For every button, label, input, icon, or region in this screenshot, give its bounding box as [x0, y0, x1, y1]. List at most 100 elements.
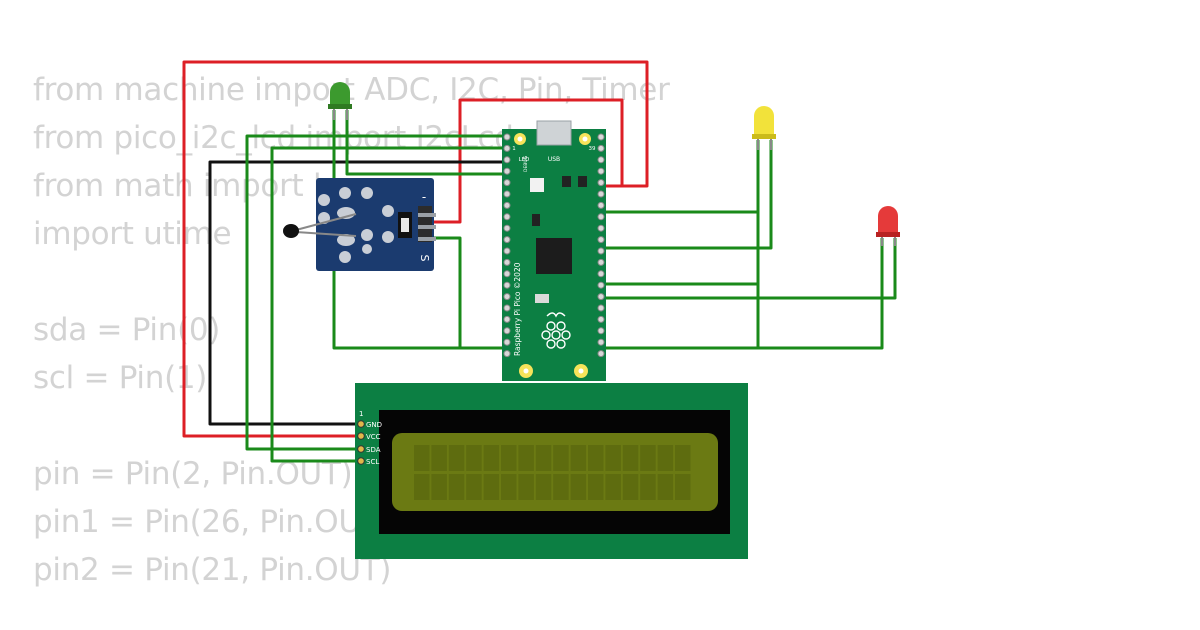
- pico-pin[interactable]: [597, 236, 605, 244]
- lcd-cell: [535, 474, 552, 500]
- lcd-cell: [657, 474, 674, 500]
- wire-sda[interactable]: [245, 134, 512, 451]
- sensor-minus-label: -: [422, 190, 426, 204]
- pico-pin[interactable]: [503, 270, 511, 278]
- lcd-cell: [431, 445, 447, 471]
- lcd-cell: [466, 474, 482, 500]
- pico-pin[interactable]: [503, 236, 511, 244]
- pico-pin[interactable]: [597, 327, 605, 335]
- lcd-pin-labels: GND VCC SDA SCL: [357, 420, 382, 466]
- pico-pin[interactable]: [503, 327, 511, 335]
- lcd-cell: [570, 445, 587, 471]
- code-line: from pico_i2c_lcd import I2cLcd: [33, 120, 514, 156]
- usb-label: USB: [548, 156, 560, 163]
- lcd-cell: [622, 445, 639, 471]
- wire-sensor-signal[interactable]: [430, 236, 462, 348]
- lcd-pin-label: VCC: [366, 433, 381, 441]
- code-line: scl = Pin(1): [33, 360, 208, 396]
- lcd-pin-label: SCL: [366, 458, 379, 466]
- lcd-cell: [675, 445, 691, 471]
- pico-pin[interactable]: [597, 338, 605, 346]
- lcd-cell: [518, 474, 534, 500]
- wire-scl[interactable]: [270, 146, 512, 463]
- pico-pin[interactable]: [503, 315, 511, 323]
- pico-pins-left: [503, 133, 511, 358]
- green-led[interactable]: [328, 82, 352, 120]
- pico-pin[interactable]: [503, 144, 511, 152]
- lcd-cell: [553, 474, 569, 500]
- pico-pin[interactable]: [597, 315, 605, 323]
- pico-pin[interactable]: [597, 270, 605, 278]
- pico-pin[interactable]: [503, 201, 511, 209]
- pico-pin[interactable]: [597, 156, 605, 164]
- lcd-pin-sda[interactable]: [357, 445, 365, 453]
- lcd-cell: [466, 445, 482, 471]
- pico-pin[interactable]: [597, 304, 605, 312]
- pico-pin[interactable]: [597, 224, 605, 232]
- lcd-cell: [640, 445, 656, 471]
- pico-pin[interactable]: [597, 167, 605, 175]
- pico-pin[interactable]: [597, 350, 605, 358]
- temperature-sensor-module[interactable]: - S: [283, 178, 436, 271]
- lcd-pin-label: SDA: [366, 446, 381, 454]
- lcd-cell: [535, 445, 552, 471]
- wire-gnd[interactable]: [208, 160, 512, 426]
- yellow-led[interactable]: [752, 106, 776, 150]
- lcd-cell: [588, 474, 604, 500]
- usb-connector[interactable]: [536, 120, 572, 146]
- pico-pin[interactable]: [503, 338, 511, 346]
- wire-vcc-sensor[interactable]: [430, 98, 624, 224]
- pin-39-label: 39: [589, 146, 596, 152]
- pico-pin[interactable]: [597, 213, 605, 221]
- lcd-cell: [483, 445, 500, 471]
- wire-vcc-lcd[interactable]: [182, 60, 649, 438]
- raspberry-pi-pico-board[interactable]: USB LED 1 39 Raspberry Pi Pico ©2020 DEB…: [502, 120, 606, 381]
- pico-pin[interactable]: [503, 350, 511, 358]
- pico-pin[interactable]: [597, 190, 605, 198]
- pin-1-label: 1: [512, 146, 516, 152]
- pico-pin[interactable]: [503, 167, 511, 175]
- pico-pin[interactable]: [503, 224, 511, 232]
- rp2040-chip: [536, 238, 572, 274]
- lcd-cell: [448, 474, 465, 500]
- lcd-cell: [675, 474, 691, 500]
- pico-pin[interactable]: [503, 247, 511, 255]
- wire-yellow-led-b[interactable]: [596, 140, 773, 250]
- pico-pin[interactable]: [503, 133, 511, 141]
- pico-pin[interactable]: [597, 247, 605, 255]
- pico-pin[interactable]: [597, 281, 605, 289]
- lcd-cell: [570, 474, 587, 500]
- lcd-pin-gnd[interactable]: [357, 420, 365, 428]
- lcd-1602-display[interactable]: 1 GND VCC SDA SCL: [355, 383, 748, 559]
- red-led[interactable]: [876, 206, 900, 246]
- pico-silkscreen: Raspberry Pi Pico ©2020: [513, 262, 522, 356]
- wires: [182, 60, 897, 463]
- lcd-pin-label: GND: [366, 421, 382, 429]
- pico-pin[interactable]: [503, 213, 511, 221]
- bootsel-button[interactable]: [530, 178, 544, 192]
- lcd-cell: [657, 445, 674, 471]
- pico-pin[interactable]: [597, 144, 605, 152]
- pico-pin[interactable]: [597, 179, 605, 187]
- pico-pin[interactable]: [503, 304, 511, 312]
- pico-pin[interactable]: [503, 258, 511, 266]
- lcd-pin-vcc[interactable]: [357, 432, 365, 440]
- pico-pin[interactable]: [503, 156, 511, 164]
- pico-pin[interactable]: [503, 281, 511, 289]
- pico-pin[interactable]: [597, 133, 605, 141]
- pico-pin[interactable]: [597, 293, 605, 301]
- wire-green-led[interactable]: [345, 110, 512, 176]
- pico-pin[interactable]: [597, 201, 605, 209]
- pico-pin[interactable]: [503, 179, 511, 187]
- lcd-cell: [588, 445, 604, 471]
- pico-pin[interactable]: [503, 190, 511, 198]
- pico-pin[interactable]: [597, 258, 605, 266]
- lcd-pin-number: 1: [359, 410, 363, 418]
- pico-pin[interactable]: [503, 293, 511, 301]
- lcd-pin-scl[interactable]: [357, 457, 365, 465]
- lcd-cell: [448, 445, 465, 471]
- wire-red-led[interactable]: [596, 238, 897, 300]
- code-line: import utime: [33, 216, 232, 252]
- lcd-character-cells: [414, 445, 691, 500]
- code-line: sda = Pin(0): [33, 312, 221, 348]
